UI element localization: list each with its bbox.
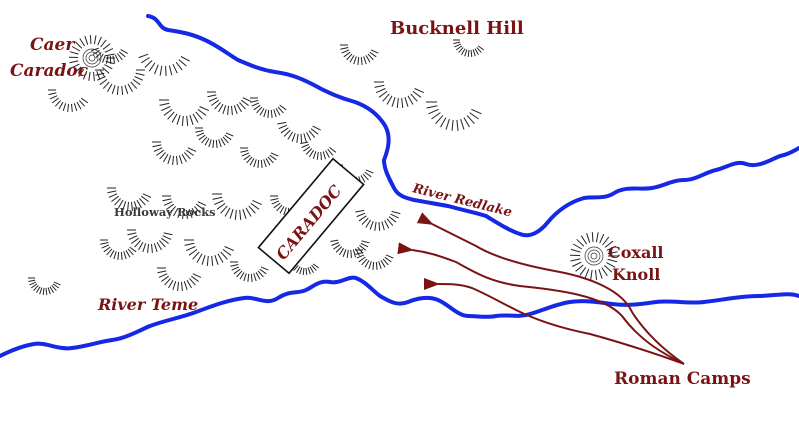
roman-camps-label: Roman Camps	[614, 369, 751, 389]
route-to-teme	[423, 277, 685, 365]
route-to-redlake-lower	[397, 242, 685, 365]
hill-hachures	[28, 35, 618, 295]
caer-caradoc-label-line1: Caer	[30, 35, 75, 55]
holloway-rocks-label: Holloway Rocks	[114, 205, 216, 219]
river-teme-line	[0, 275, 799, 358]
river-teme-label: River Teme	[97, 295, 198, 314]
coxall-knoll-label-line2: Knoll	[612, 265, 660, 284]
river-upper	[146, 14, 799, 238]
bucknell-hill-label: Bucknell Hill	[390, 18, 524, 39]
caradoc-box	[257, 157, 365, 275]
coxall-knoll-label-line1: Coxall	[608, 243, 663, 262]
route-to-redlake-upper	[416, 212, 685, 365]
caer-caradoc-label-line2: Caradoc	[10, 61, 89, 81]
